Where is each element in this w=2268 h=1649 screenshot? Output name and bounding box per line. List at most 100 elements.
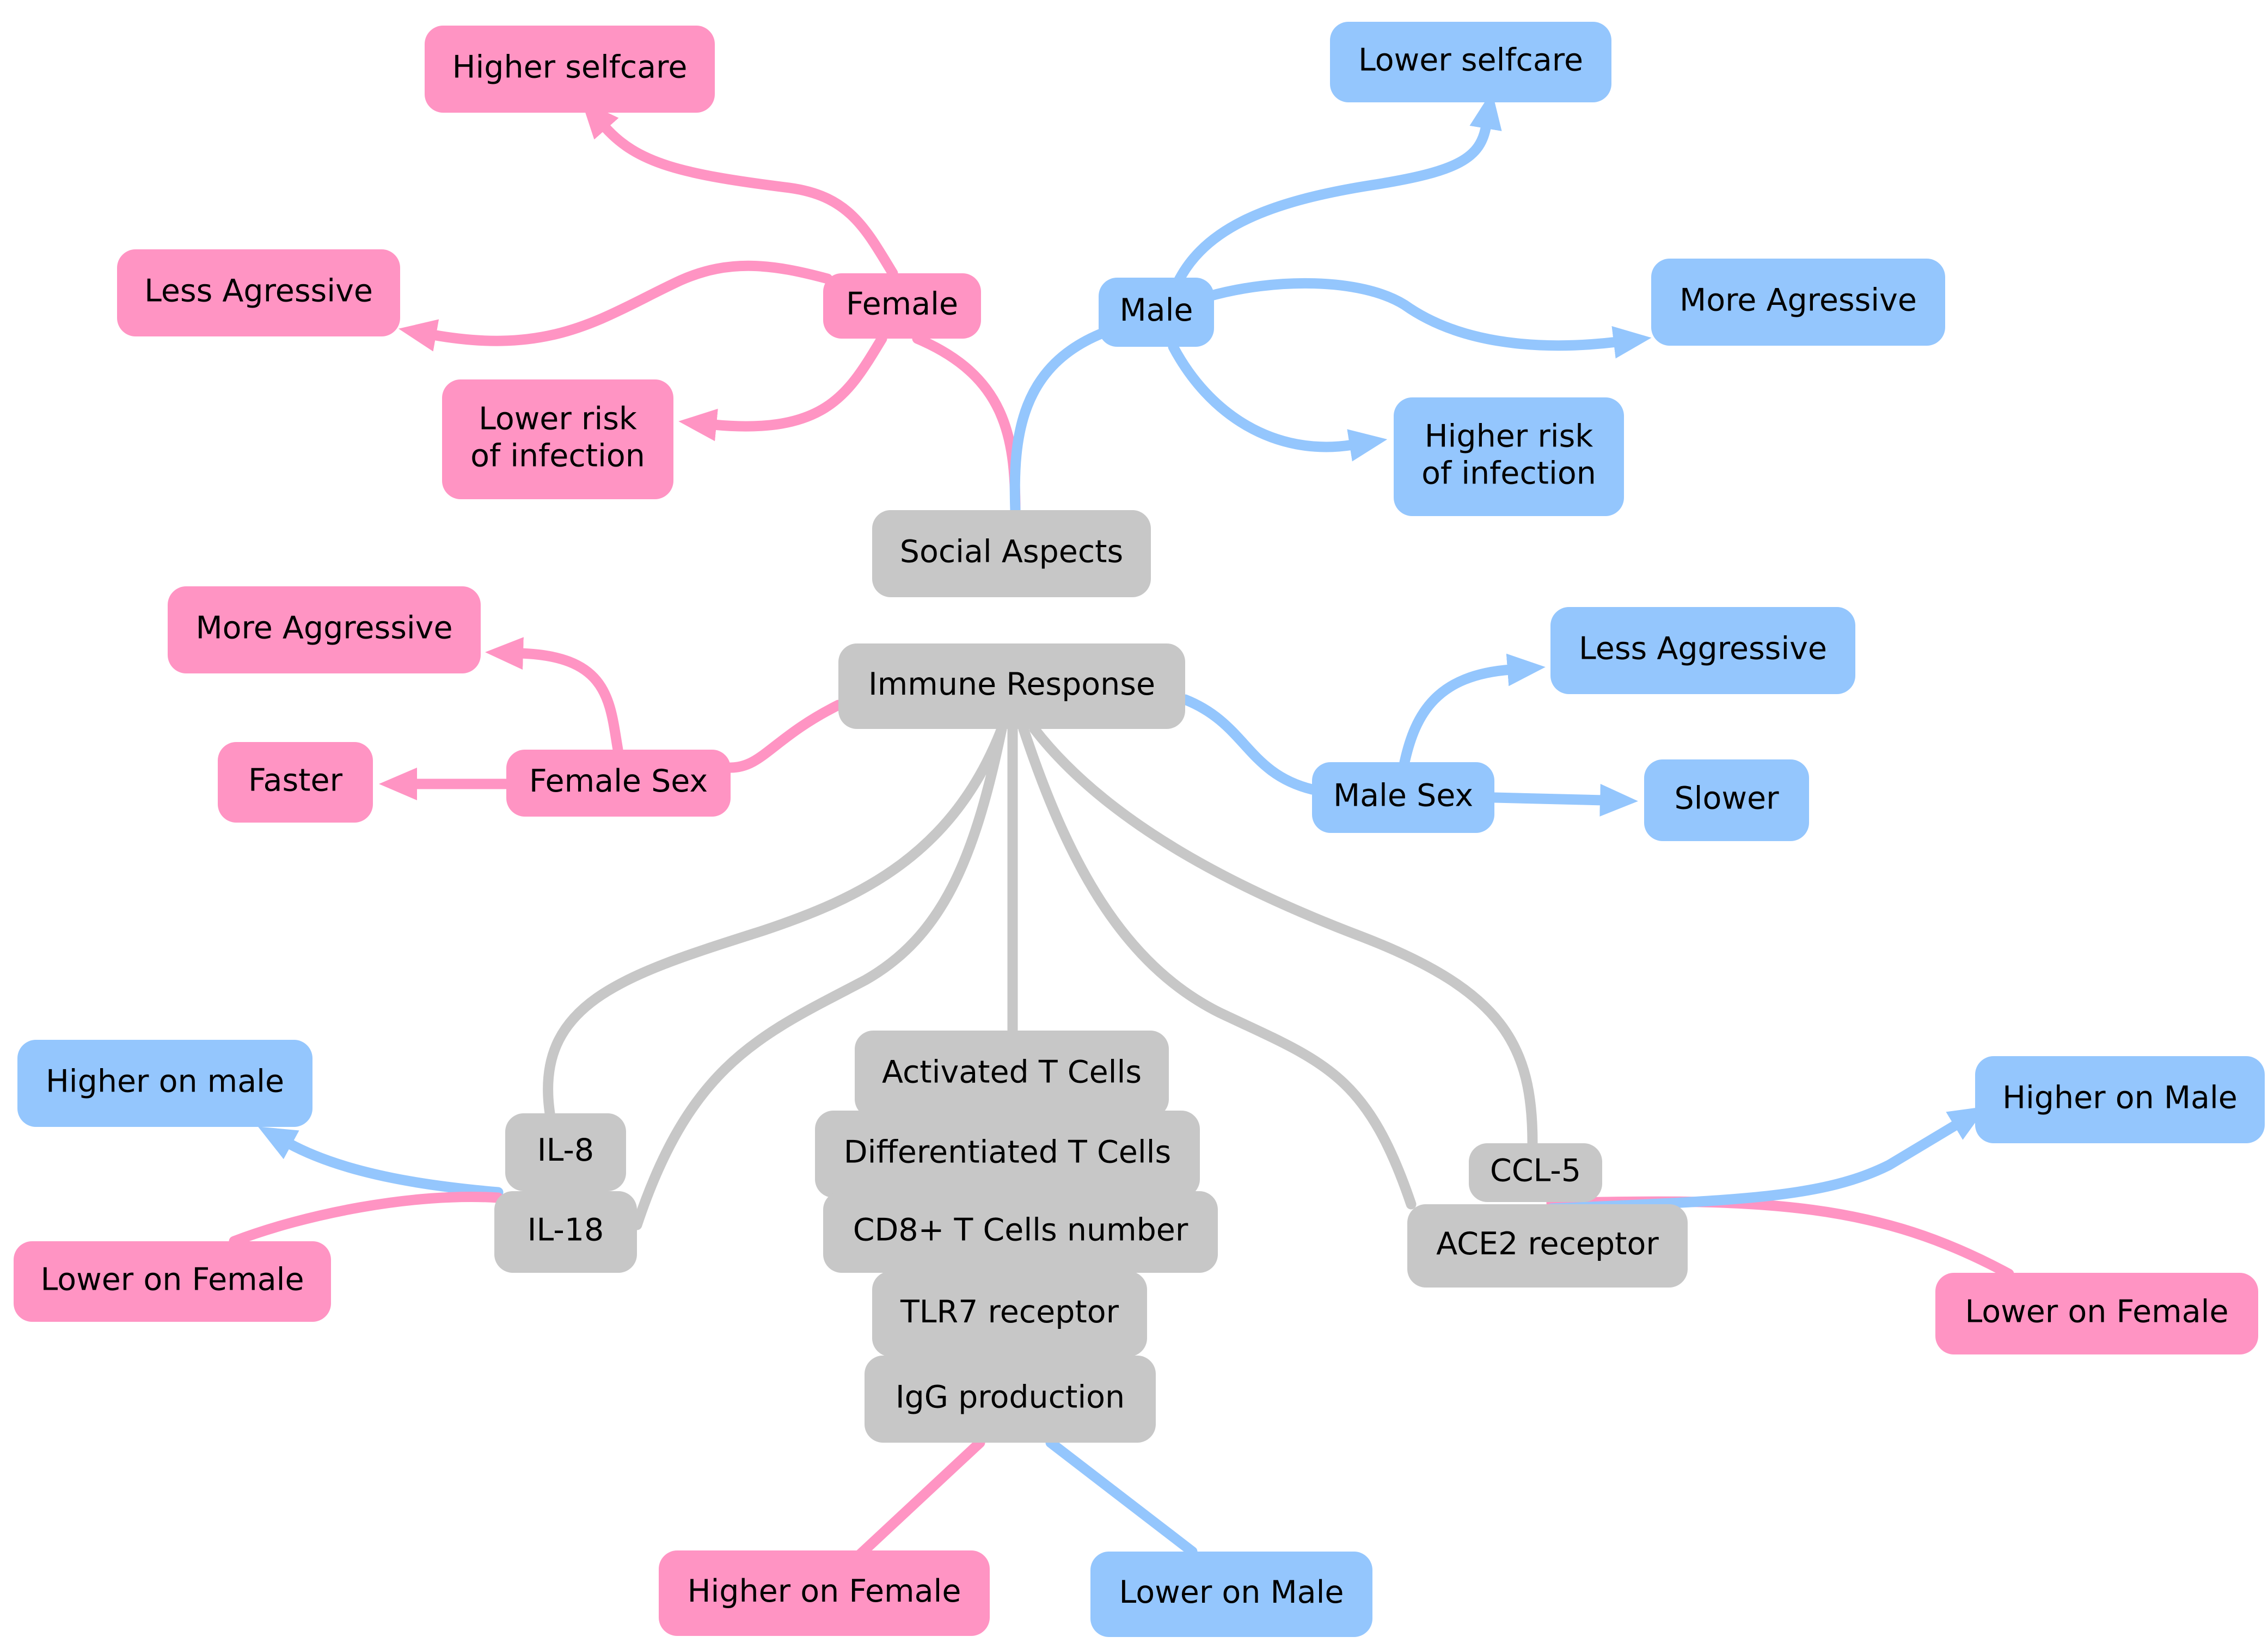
node-label: More Aggressive	[195, 610, 452, 646]
node-box	[14, 1241, 331, 1322]
node-male-sex: Male Sex	[1312, 762, 1494, 833]
node-label: CD8+ T Cells number	[853, 1212, 1188, 1248]
edge-immune_response-to-male_sex	[1180, 694, 1317, 795]
node-box	[1090, 1552, 1372, 1637]
node-box	[168, 586, 481, 673]
node-box	[425, 26, 715, 113]
node-box	[1469, 1143, 1602, 1202]
node-female-sex: Female Sex	[506, 750, 731, 817]
node-box	[1935, 1273, 2258, 1354]
node-box	[815, 1111, 1200, 1198]
edge-immune_response-to-il8	[543, 724, 1007, 1119]
node-box	[823, 1191, 1218, 1273]
node-box	[506, 750, 731, 817]
node-label: of infection	[470, 438, 645, 474]
node-lower-on-female-right: Lower on Female	[1935, 1273, 2258, 1354]
edge-social_aspects-to-male	[1009, 327, 1111, 516]
edge-male-to-lower_selfcare	[1168, 90, 1502, 298]
node-label: Lower selfcare	[1358, 42, 1583, 78]
node-label: Lower risk	[479, 401, 637, 437]
edge-igg-to-higher_on_female_bottom	[855, 1437, 985, 1560]
node-less-agressive: Less Agressive	[117, 249, 400, 336]
node-label: Female Sex	[529, 763, 708, 799]
edge-immune_response-to-ccl5	[1029, 724, 1538, 1149]
edge-male-to-more_agressive	[1202, 278, 1652, 359]
node-label: Higher risk	[1425, 419, 1593, 455]
edge-il18-to-lower_on_female_left	[229, 1191, 504, 1247]
node-label: Activated T Cells	[882, 1055, 1142, 1090]
node-female: Female	[823, 273, 981, 339]
node-social-aspects: Social Aspects	[872, 510, 1151, 597]
node-higher-selfcare: Higher selfcare	[425, 26, 715, 113]
node-higher-on-male-right: Higher on Male	[1975, 1056, 2265, 1143]
node-box	[872, 510, 1151, 597]
edge-female-to-lower_risk_infection	[678, 333, 887, 442]
node-box	[1312, 762, 1494, 833]
edge-male_sex-to-slower	[1489, 783, 1638, 817]
edge-male_sex-to-less_aggressive_m	[1399, 653, 1546, 768]
node-box	[1975, 1056, 2265, 1143]
node-box	[1644, 759, 1809, 841]
node-male: Male	[1099, 278, 1214, 347]
node-more-agressive: More Agressive	[1651, 259, 1945, 346]
node-higher-on-female-bottom: Higher on Female	[659, 1550, 990, 1636]
node-box	[659, 1550, 990, 1636]
node-cd8-t: CD8+ T Cells number	[823, 1191, 1218, 1273]
edge-social_aspects-to-female	[912, 333, 1021, 516]
node-label: of infection	[1421, 456, 1596, 492]
node-faster: Faster	[218, 742, 373, 823]
edge-layer	[229, 90, 2014, 1560]
node-ace2: ACE2 receptor	[1407, 1204, 1688, 1288]
node-less-aggressive-m: Less Aggressive	[1550, 607, 1855, 694]
edge-female-to-higher_selfcare	[581, 100, 898, 279]
node-il18: IL-18	[494, 1191, 637, 1273]
node-box	[442, 379, 673, 499]
edge-immune_response-to-il18	[632, 724, 1007, 1230]
edge-il18-to-higher_on_male_left	[258, 1126, 504, 1198]
node-label: Faster	[248, 763, 343, 799]
node-label: Slower	[1674, 781, 1779, 817]
node-label: Less Aggressive	[1579, 631, 1827, 667]
node-label: Lower on Female	[1965, 1294, 2228, 1330]
edge-igg-to-lower_on_male_bottom	[1045, 1437, 1198, 1557]
node-box	[505, 1113, 626, 1191]
node-label: Immune Response	[868, 666, 1155, 702]
node-label: TLR7 receptor	[900, 1294, 1119, 1330]
node-label: IL-8	[537, 1132, 594, 1168]
node-box	[218, 742, 373, 823]
node-immune-response: Immune Response	[838, 643, 1185, 729]
node-label: Female	[846, 286, 958, 322]
edge-ace2-to-higher_on_male_right	[1546, 1106, 1987, 1214]
edge-immune_response-to-ace2	[1018, 724, 1417, 1210]
node-box	[1550, 607, 1855, 694]
node-label: Higher on Female	[688, 1573, 961, 1609]
node-box	[1407, 1204, 1688, 1288]
node-higher-on-male-left: Higher on male	[17, 1040, 312, 1127]
node-box	[1099, 278, 1214, 347]
node-label: CCL-5	[1490, 1153, 1581, 1189]
edge-female-to-less_agressive	[398, 260, 833, 352]
node-igg: IgG production	[865, 1356, 1156, 1443]
node-label: ACE2 receptor	[1436, 1226, 1659, 1262]
node-box	[1394, 397, 1624, 516]
edge-female_sex-to-more_aggressive_f	[485, 637, 623, 755]
node-box	[1651, 259, 1945, 346]
node-box	[872, 1271, 1147, 1357]
node-box	[865, 1356, 1156, 1443]
node-label: Lower on Male	[1119, 1574, 1344, 1610]
node-label: Higher selfcare	[452, 50, 688, 85]
node-label: IL-18	[528, 1212, 604, 1248]
node-box	[823, 273, 981, 339]
node-label: Male Sex	[1333, 778, 1473, 814]
node-tlr7: TLR7 receptor	[872, 1271, 1147, 1357]
node-label: Male	[1119, 292, 1193, 328]
node-box	[17, 1040, 312, 1127]
node-label: Higher on male	[46, 1064, 284, 1100]
node-box	[838, 643, 1185, 729]
node-label: More Agressive	[1679, 283, 1917, 318]
edge-immune_response-to-female_sex	[725, 700, 844, 773]
